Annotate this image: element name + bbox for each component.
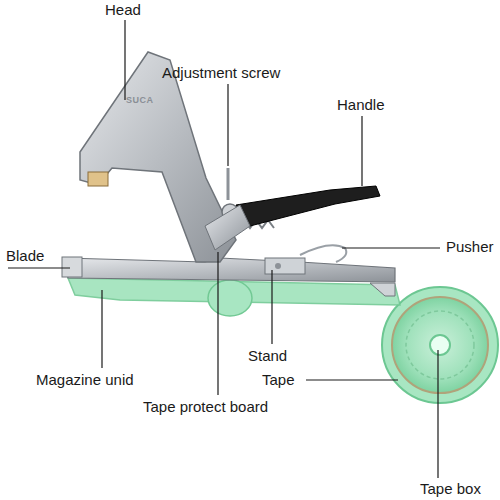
pusher [300,245,346,262]
magazine-bar [65,258,395,282]
leader-line [342,247,440,248]
part-label: Blade [6,248,44,264]
leader-line [124,20,125,100]
magazine-grip [208,280,252,316]
brand-mark: SUCA [126,92,154,108]
tape-roll [392,297,488,393]
part-label: Handle [337,97,385,113]
part-label: Tape box [420,481,481,497]
adjustment-screw [227,168,230,200]
leader-line [227,84,228,166]
part-label: Tape [262,372,295,388]
part-label: Pusher [446,239,494,255]
leader-line [101,290,102,368]
tape-hub [430,335,450,355]
stand-rivet [275,263,281,269]
part-label: Tape protect board [143,399,268,415]
part-label: Adjustment screw [162,65,280,81]
leader-lines [8,20,440,478]
handle [236,186,380,226]
part-label: Head [105,2,141,18]
head-jaw [88,172,108,186]
leader-line [271,270,272,344]
leader-line [217,252,218,395]
leader-line [306,379,398,380]
tape-roll-ring [406,311,474,379]
handle-lever [205,205,250,250]
part-label: Magazine unid [36,372,134,388]
leader-line [361,116,362,186]
blade [62,257,82,277]
leader-line [8,267,70,268]
tape-arm [370,283,395,296]
leader-line [437,350,438,478]
stand [265,258,305,274]
part-label: Stand [248,348,287,364]
